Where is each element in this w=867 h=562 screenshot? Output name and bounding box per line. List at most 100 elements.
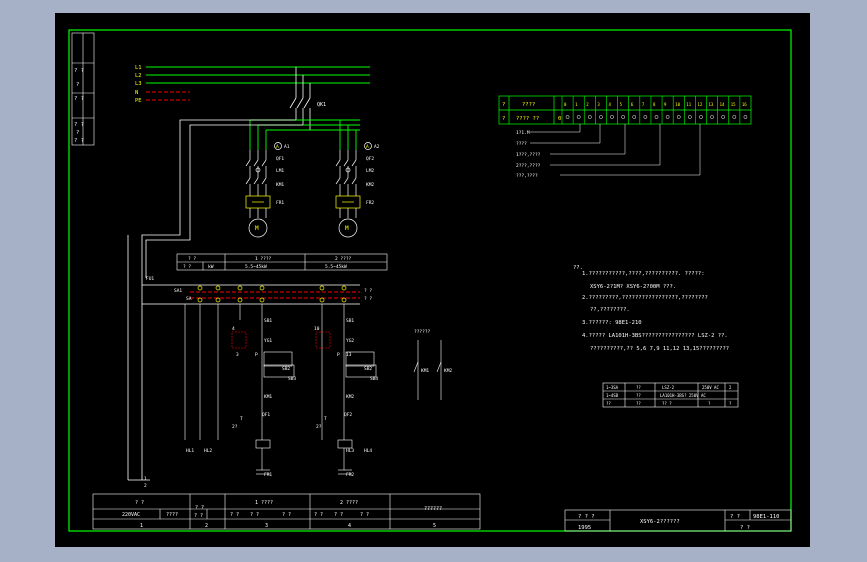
cr-yg: YG2 <box>346 338 354 344</box>
m1-qf: QF1 <box>276 156 284 162</box>
bom-r0-c2: LSZ-2 <box>662 385 675 390</box>
panel-top-1: ???? <box>522 102 535 108</box>
drawing-sheet <box>55 13 810 547</box>
aux-km2: KM2 <box>444 368 452 374</box>
aux-km1: KM1 <box>421 368 429 374</box>
strip-bottom-0: ? ? <box>74 122 84 128</box>
cr-t: T <box>324 416 327 422</box>
panel-legend-leaders <box>530 124 701 176</box>
panel-bottom-0: ? <box>502 116 505 122</box>
motor-table-r2: 5.5~45kW <box>245 264 267 270</box>
strip-bottom-1: ? <box>76 130 79 136</box>
panel-top-0: ? <box>502 102 505 108</box>
notes-line-0: 1.???????????,????,??????????. ?????: <box>582 271 705 277</box>
bom-r1-c2: LA101H-3BS? 250V AC <box>660 393 706 398</box>
cl-lamp2: HL2 <box>204 448 212 454</box>
panel-cell-number: 14 <box>720 102 725 107</box>
footer-h4: ?????? <box>424 506 442 512</box>
bom-r2-c1: ?? <box>636 401 641 406</box>
title-block-code: 98E1-110 <box>753 514 780 520</box>
m1-meter-tag: A1 <box>284 144 290 150</box>
line-label-l2: L2 <box>135 73 142 79</box>
footer-num-4: 4 <box>348 523 351 529</box>
cl-lamp: HL1 <box>186 448 194 454</box>
panel-cell-number: 5 <box>620 102 623 107</box>
main-switch-label: QK1 <box>317 102 326 108</box>
notes-line-6: ??????????,?? 5,6 7,9 11,12 13,15???????… <box>590 346 729 352</box>
title-block-extra: ? ? <box>740 525 750 531</box>
footer-h3: 2 ???? <box>340 500 358 506</box>
panel-cell-number: 13 <box>709 102 714 107</box>
control-right-wires <box>315 304 377 475</box>
panel-terminal-screw <box>710 115 714 119</box>
control-left-wires <box>184 304 295 475</box>
motor-branch-1 <box>245 142 282 238</box>
panel-terminal-screw <box>721 115 726 119</box>
strip-top-1: ? <box>76 82 79 88</box>
control-bus <box>142 284 360 305</box>
line-label-n: N <box>135 90 138 96</box>
panel-cell-number: 1 <box>575 102 578 107</box>
control-feed-wire <box>127 119 303 481</box>
footer-sub-6: ? ? <box>314 512 323 518</box>
line-label-l1: L1 <box>135 65 142 71</box>
motor-table-h1: 1 ???? <box>255 256 272 262</box>
footer-sub-0: 220VAC <box>122 512 140 518</box>
panel-cell-number: 15 <box>731 102 736 107</box>
panel-terminal-screw <box>621 115 625 119</box>
bom-table <box>602 382 739 408</box>
cl-num: 4 <box>232 326 235 332</box>
panel-cell-number: 0 <box>564 102 567 107</box>
panel-cell-number: 16 <box>742 102 747 107</box>
bom-r2-c4: ? <box>729 401 732 406</box>
cr-sb2: SB2 <box>364 366 372 372</box>
cr-num2: 13 <box>346 352 352 358</box>
legend-3: 2???,???? <box>516 163 541 169</box>
cl-sb1: SB1 <box>264 318 272 324</box>
cr-lamp2: HL4 <box>364 448 372 454</box>
cr-km: KM2 <box>346 394 354 400</box>
motor-table-h2: 2 ???? <box>335 256 352 262</box>
panel-terminal-screw <box>665 115 670 119</box>
power-bus <box>146 66 370 101</box>
cr-side: 2? <box>316 424 322 430</box>
m1-relay: KM1 <box>276 182 284 188</box>
notes-line-3: ??,????????. <box>590 307 630 313</box>
cr-p: P <box>337 352 340 358</box>
notes-line-4: 3.??????: 98E1-210 <box>582 320 642 326</box>
panel-terminal-screw <box>676 115 681 119</box>
footer-h0: ? ? <box>135 500 144 506</box>
footer-sub-1: ???? <box>166 512 178 518</box>
panel-terminal-screw <box>587 115 592 119</box>
bom-r1-c1: ?? <box>636 393 641 398</box>
footer-sub-5: ? ? <box>282 512 291 518</box>
cl-side: 2? <box>232 424 238 430</box>
cl-sb2: SB2 <box>282 366 290 372</box>
control-bus-label: ? ? <box>364 288 372 294</box>
bottom-term-1: 1 <box>144 476 147 482</box>
m2-qf: QF2 <box>366 156 374 162</box>
bom-r0-c0: 1~3SA <box>606 385 619 390</box>
footer-sub-8: ? ? <box>360 512 369 518</box>
legend-1: ???? <box>516 141 527 147</box>
strip-top-2: ? ? <box>74 96 84 102</box>
terminal-panel-cells <box>561 96 748 124</box>
notes-heading: ??. <box>573 265 583 271</box>
left-title-strip <box>71 32 95 146</box>
motor-table <box>176 253 388 271</box>
panel-cell-number: 6 <box>631 102 634 107</box>
cl-yg: YG1 <box>264 338 272 344</box>
panel-terminal-screw <box>643 115 648 119</box>
aux-title: ?????? <box>414 329 431 335</box>
footer-num-5: 5 <box>433 523 436 529</box>
panel-cell-number: 4 <box>608 102 611 107</box>
cl-p: P <box>255 352 258 358</box>
panel-cell-number: 8 <box>653 102 656 107</box>
bom-r0-c4: 2 <box>729 385 732 390</box>
footer-h2: 1 ???? <box>255 500 273 506</box>
line-label-pe: PE <box>135 98 142 104</box>
strip-bottom-2: ? ? <box>74 138 84 144</box>
m2-meter-tag: A2 <box>374 144 380 150</box>
m2-contactor: LM2 <box>366 168 374 174</box>
